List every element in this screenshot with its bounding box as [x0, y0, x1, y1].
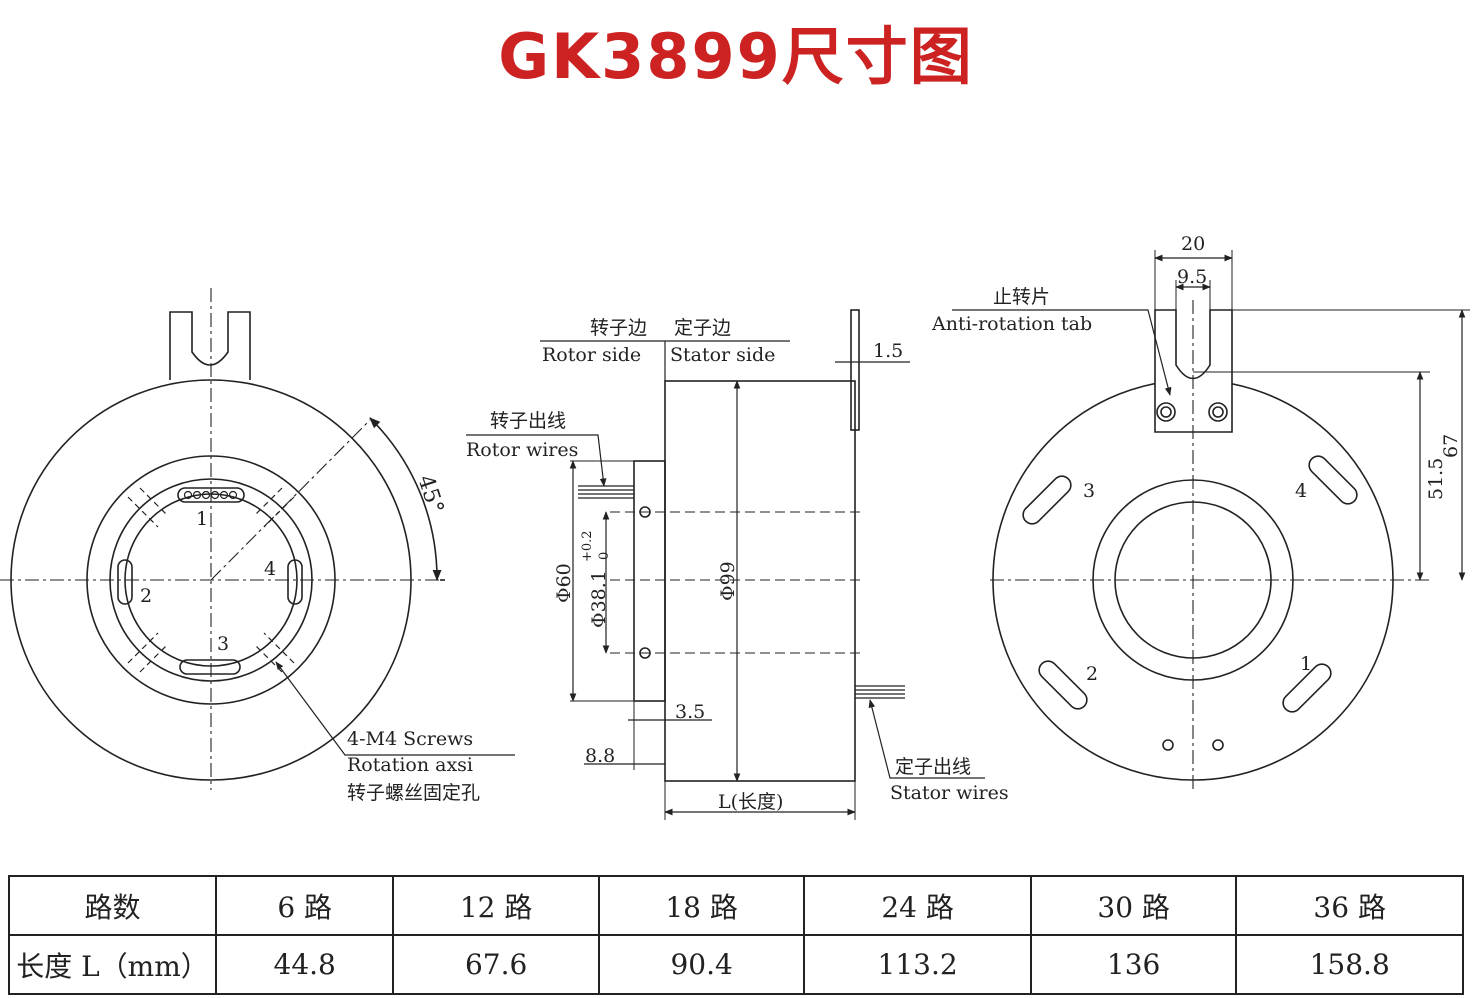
- circuit-cell: 24 路: [803, 875, 1032, 936]
- stator-side-view: [952, 250, 1470, 790]
- spec-table: 路数 6 路 12 路 18 路 24 路 30 路 36 路 长度 L（mm）…: [8, 875, 1464, 995]
- dim-3-5: 3.5: [675, 701, 705, 723]
- stator-wire-slot: [1282, 663, 1332, 713]
- circuit-cell: 30 路: [1029, 875, 1238, 936]
- table-row-circuits: 路数 6 路 12 路 18 路 24 路 30 路 36 路: [8, 875, 1464, 936]
- rotation-axis-label: Rotation axsi: [347, 754, 473, 776]
- length-cell: 44.8: [214, 934, 395, 995]
- dim-9-5: 9.5: [1177, 266, 1207, 288]
- dim-dia-38: Φ38.1: [588, 570, 610, 628]
- slot-3: [179, 659, 241, 675]
- rotor-side-cn: 转子边: [590, 317, 647, 339]
- length-cell: 113.2: [803, 934, 1032, 995]
- hole-label-1: 1: [196, 508, 208, 530]
- length-label: L(长度): [718, 791, 783, 813]
- circuit-cell: 36 路: [1235, 875, 1464, 936]
- dim-67: 67: [1440, 434, 1462, 458]
- dim-20: 20: [1181, 233, 1205, 255]
- table-row-lengths: 长度 L（mm） 44.8 67.6 90.4 113.2 136 158.8: [8, 934, 1464, 995]
- length-cell: 158.8: [1235, 934, 1464, 995]
- anti-rotation-tab-left: [169, 311, 251, 380]
- stator-slot-4: [1308, 455, 1358, 505]
- length-cell: 67.6: [392, 934, 600, 995]
- tab-plate: [850, 309, 860, 431]
- row-header-length: 长度 L（mm）: [8, 934, 217, 995]
- stator-wires-cn: 定子出线: [895, 756, 971, 778]
- dim-dia-60: Φ60: [553, 563, 575, 603]
- circuit-cell: 12 路: [392, 875, 600, 936]
- tab-label: Anti-rotation tab: [931, 313, 1092, 335]
- dim-1-5: 1.5: [873, 340, 903, 362]
- tol-upper: +0.2: [580, 530, 595, 562]
- technical-drawing: 1 2 4 3 45° 4-M4 Screws Rotation axsi 转子…: [0, 233, 1470, 820]
- rotor-side-label: Rotor side: [542, 344, 641, 366]
- tab-cn-label: 止转片: [993, 286, 1050, 308]
- dim-8-8: 8.8: [585, 745, 615, 767]
- rotor-wires-cn: 转子出线: [490, 410, 566, 432]
- hole-label-3: 3: [217, 633, 229, 655]
- rotor-side-view: [0, 288, 515, 790]
- angle-label: 45°: [412, 472, 448, 517]
- hole-label-2: 2: [140, 585, 152, 607]
- stator-hole-2: 2: [1086, 663, 1098, 685]
- screws-cn-label: 转子螺丝固定孔: [347, 782, 480, 804]
- anti-rotation-tab: [1154, 309, 1233, 433]
- page-title: GK3899尺寸图: [498, 20, 974, 93]
- stator-wires-label: Stator wires: [890, 782, 1009, 804]
- tol-lower: 0: [597, 552, 612, 560]
- screws-label: 4-M4 Screws: [347, 728, 473, 750]
- circuit-cell: 18 路: [597, 875, 806, 936]
- stator-hole-1: 1: [1300, 653, 1312, 675]
- side-profile-view: [466, 309, 985, 820]
- stator-slot-2: [1038, 660, 1088, 710]
- stator-side-cn: 定子边: [674, 317, 731, 339]
- dim-dia-99: Φ99: [717, 561, 739, 601]
- rotor-wires-label: Rotor wires: [466, 439, 578, 461]
- stator-hole-4: 4: [1295, 480, 1307, 502]
- hole-label-4: 4: [264, 558, 276, 580]
- stator-slot-3: [1022, 475, 1072, 525]
- row-header-circuits: 路数: [8, 875, 217, 936]
- stator-hole-3: 3: [1083, 480, 1095, 502]
- dim-51-5: 51.5: [1425, 458, 1447, 500]
- stator-side-label: Stator side: [670, 344, 775, 366]
- circuit-cell: 6 路: [214, 875, 395, 936]
- slot-2: [117, 559, 133, 605]
- slot-4: [287, 559, 303, 605]
- length-cell: 136: [1029, 934, 1238, 995]
- rotor-flange: [633, 460, 666, 702]
- length-cell: 90.4: [597, 934, 806, 995]
